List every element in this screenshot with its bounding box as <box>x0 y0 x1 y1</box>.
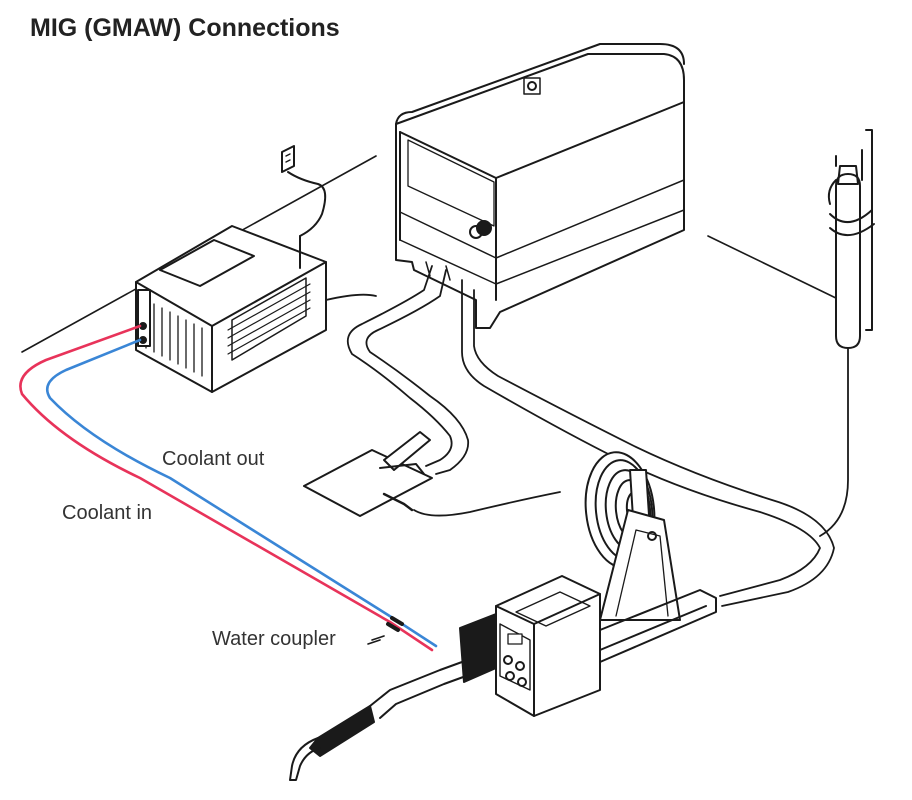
power-source <box>395 43 685 329</box>
wire-feeder <box>459 575 717 717</box>
wire-spool <box>584 451 681 621</box>
coolant-out-label: Coolant out <box>162 448 265 470</box>
coolant-in-line <box>19 324 434 652</box>
page-title: MIG (GMAW) Connections <box>30 14 340 42</box>
cables <box>325 265 849 607</box>
water-coupler-label: Water coupler <box>212 628 336 650</box>
mig-gun <box>289 661 467 781</box>
coolant-in-label: Coolant in <box>62 502 153 524</box>
cooler-unit <box>135 225 327 393</box>
gas-cylinder <box>827 129 875 349</box>
work-clamp <box>303 431 433 517</box>
water-coupler-icon <box>367 616 404 645</box>
coolant-out-line <box>45 338 438 648</box>
wall-outlet-icon <box>281 145 327 237</box>
